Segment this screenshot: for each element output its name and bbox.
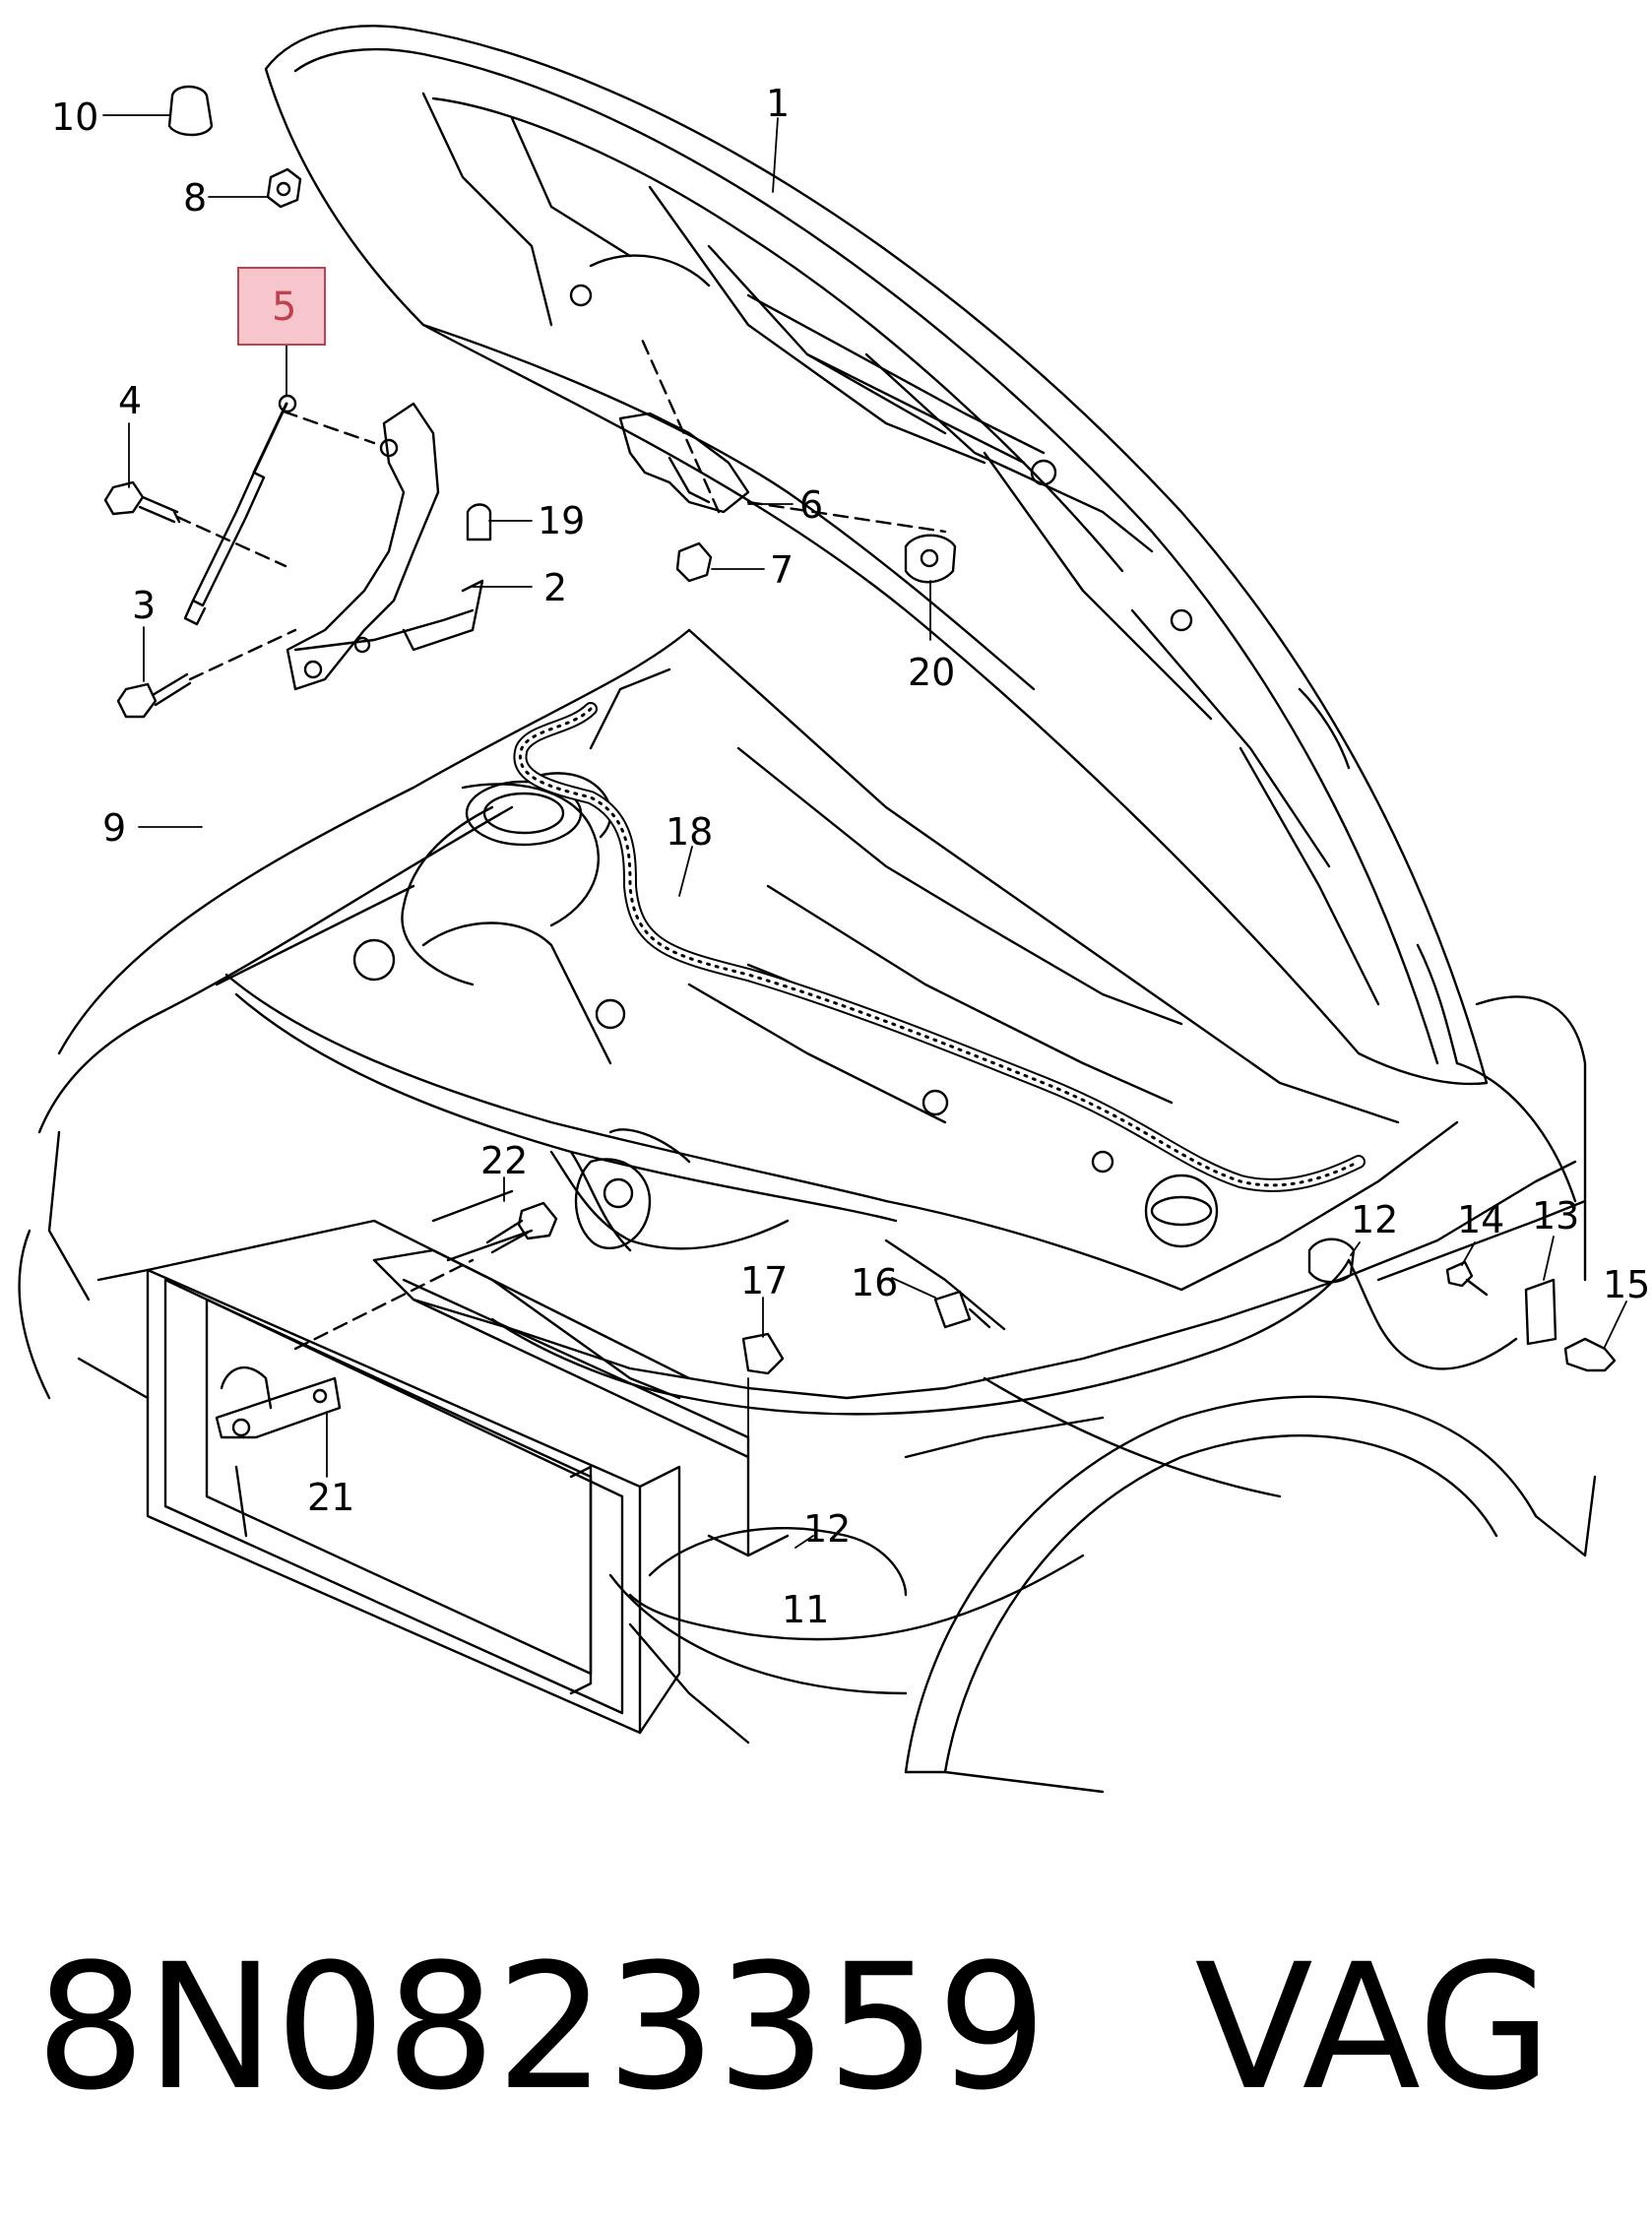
callout-8: 8 bbox=[183, 176, 207, 220]
callout-3: 3 bbox=[132, 584, 156, 627]
hood-seal-drawing bbox=[513, 702, 1366, 1192]
part-number: 8N0823359 bbox=[35, 1927, 1048, 2128]
bolt-22-drawing bbox=[485, 1201, 558, 1254]
hood-hinge-drawing bbox=[286, 402, 484, 691]
hood-drawing bbox=[264, 25, 1489, 1086]
callout-9: 9 bbox=[102, 806, 126, 850]
callout-16: 16 bbox=[851, 1261, 898, 1304]
part-caption: 8N0823359 VAG bbox=[35, 1930, 1552, 2127]
callout-14: 14 bbox=[1457, 1198, 1504, 1241]
callout-4: 4 bbox=[118, 379, 142, 422]
callout-5: 5 bbox=[272, 285, 296, 330]
leader-lines bbox=[102, 114, 1627, 1556]
callout-1: 1 bbox=[766, 82, 790, 125]
bolts-drawing bbox=[103, 480, 297, 719]
callout-13: 13 bbox=[1532, 1194, 1579, 1238]
callout-17: 17 bbox=[740, 1259, 788, 1302]
callout-labels: 10 8 5 4 3 9 1 19 2 6 7 20 18 22 17 16 1… bbox=[51, 82, 1650, 1631]
brand-name: VAG bbox=[1194, 1927, 1553, 2128]
callout-2: 2 bbox=[543, 566, 567, 609]
callout-6: 6 bbox=[799, 483, 823, 527]
gas-strut-drawing bbox=[183, 394, 376, 626]
callout-12-lower: 12 bbox=[803, 1507, 851, 1551]
callout-15: 15 bbox=[1603, 1263, 1650, 1306]
callout-12-upper: 12 bbox=[1351, 1198, 1398, 1241]
highlight-box bbox=[237, 267, 326, 346]
fender-drawing bbox=[628, 1061, 1597, 1794]
front-frame-drawing bbox=[18, 1130, 750, 1735]
callout-20: 20 bbox=[908, 651, 955, 694]
callout-21: 21 bbox=[307, 1476, 354, 1519]
callout-10: 10 bbox=[51, 95, 98, 139]
release-cable-drawing bbox=[490, 1238, 1617, 1695]
callout-18: 18 bbox=[666, 810, 713, 854]
engine-bay-drawing bbox=[37, 628, 1587, 1400]
callout-22: 22 bbox=[480, 1139, 528, 1182]
callout-11: 11 bbox=[782, 1588, 829, 1631]
callout-7: 7 bbox=[770, 548, 794, 592]
callout-19: 19 bbox=[538, 499, 585, 542]
